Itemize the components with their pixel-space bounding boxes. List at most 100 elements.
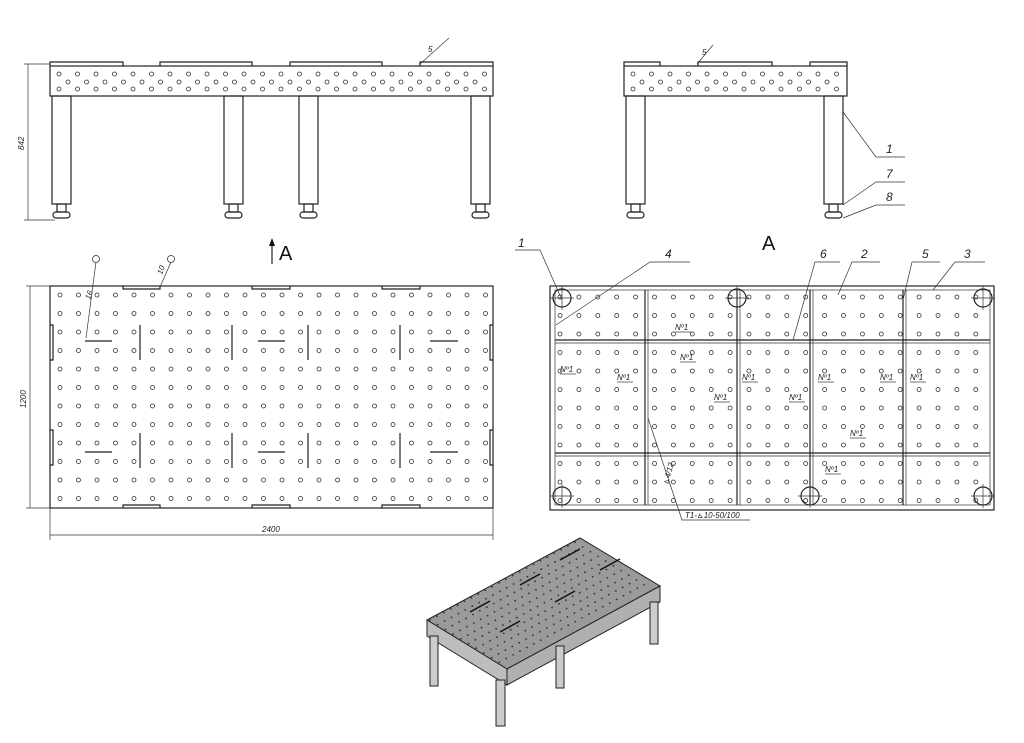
table-hole: [187, 422, 192, 427]
callout-3: 3: [964, 247, 971, 261]
table-hole: [557, 405, 563, 411]
table-hole: [224, 403, 229, 409]
weld-label: Nº1: [789, 393, 802, 402]
iso-hole: [484, 589, 487, 592]
table-hole: [727, 350, 733, 355]
side-hole: [297, 86, 302, 92]
table-leg: [625, 95, 646, 205]
table-hole: [353, 440, 359, 446]
iso-hole: [622, 594, 625, 597]
table-hole: [390, 385, 396, 390]
iso-hole: [502, 624, 504, 626]
iso-hole: [540, 568, 543, 571]
side-hole: [760, 86, 765, 92]
table-hole: [557, 331, 563, 337]
table-hole: [860, 368, 865, 374]
table-hole: [954, 479, 960, 485]
table-hole: [483, 329, 488, 335]
table-hole: [483, 459, 488, 464]
iso-hole: [511, 645, 514, 648]
side-hole: [278, 71, 284, 77]
table-hole: [576, 368, 582, 374]
table-hole: [446, 422, 451, 427]
leveling-screw: [828, 203, 839, 213]
table-hole: [168, 440, 174, 446]
iso-hole: [515, 608, 517, 611]
iso-hole: [562, 574, 565, 576]
table-hole: [652, 313, 657, 318]
table-hole: [76, 496, 81, 501]
iso-hole: [466, 634, 469, 636]
table-hole: [973, 331, 979, 337]
iso-hole: [479, 618, 482, 621]
iso-hole: [604, 560, 607, 562]
table-hole: [557, 368, 563, 374]
iso-hole: [464, 609, 467, 611]
table-hole: [409, 477, 414, 483]
table-hole: [916, 479, 922, 485]
table-hole: [113, 348, 118, 353]
iso-hole: [532, 563, 535, 566]
table-hole: [633, 294, 638, 300]
iso-hole: [541, 576, 543, 579]
weld-label: Nº1: [818, 373, 831, 382]
table-hole: [689, 442, 695, 448]
table-hole: [841, 498, 846, 503]
table-hole: [595, 350, 601, 355]
table-hole: [94, 459, 100, 464]
table-hole: [224, 477, 229, 483]
table-hole: [242, 366, 248, 372]
iso-hole: [498, 582, 500, 584]
table-hole: [614, 479, 620, 485]
side-hole: [389, 71, 395, 77]
iso-hole: [526, 646, 528, 649]
table-hole: [633, 479, 638, 485]
iso-hole: [536, 605, 539, 608]
side-hole: [463, 86, 469, 92]
table-hole: [803, 405, 809, 411]
side-hole: [149, 71, 154, 77]
table-hole: [57, 311, 63, 316]
table-hole: [131, 329, 137, 335]
side-hole: [223, 86, 228, 92]
table-hole: [916, 387, 922, 392]
iso-hole: [586, 596, 589, 599]
view-a-title: A: [762, 233, 776, 255]
table-hole: [614, 368, 620, 374]
table-hole: [409, 422, 414, 427]
iso-slot: [599, 558, 621, 571]
side-hole: [797, 86, 802, 92]
table-hole: [708, 313, 714, 318]
side-hole: [834, 86, 839, 92]
table-hole: [576, 313, 582, 318]
table-hole: [427, 385, 433, 390]
table-hole: [76, 348, 81, 353]
iso-hole: [474, 638, 477, 641]
iso-hole: [511, 574, 514, 577]
table-hole: [390, 459, 396, 464]
table-hole: [860, 424, 865, 429]
iso-hole: [565, 607, 568, 610]
table-hole: [353, 422, 359, 427]
table-hole: [483, 422, 488, 427]
table-hole: [353, 329, 359, 335]
iso-hole: [582, 554, 585, 557]
iso-hole: [594, 601, 596, 603]
table-hole: [427, 440, 433, 446]
iso-hole: [505, 586, 508, 589]
side-hole: [343, 79, 348, 85]
table-hole: [316, 385, 322, 390]
table-hole: [973, 387, 979, 392]
side-hole: [824, 79, 830, 85]
table-hole: [261, 477, 266, 483]
table-hole: [860, 313, 865, 318]
side-hole: [787, 79, 793, 85]
table-hole: [954, 498, 960, 503]
iso-hole: [527, 584, 530, 586]
table-hole: [76, 311, 81, 316]
iso-hole: [543, 601, 546, 604]
table-hole: [860, 294, 865, 300]
iso-hole: [555, 577, 558, 580]
table-hole: [483, 385, 488, 390]
table-hole: [689, 331, 695, 337]
